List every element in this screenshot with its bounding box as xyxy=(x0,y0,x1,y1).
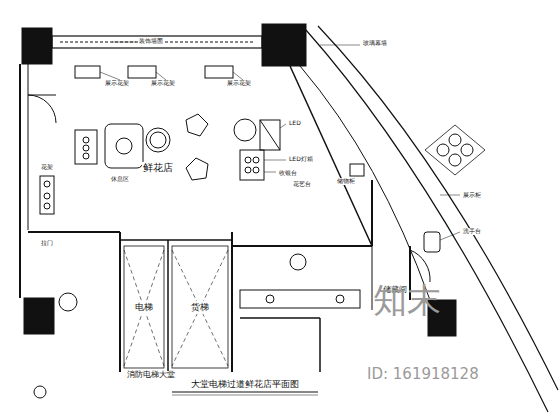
annotation: 消防电梯大堂 xyxy=(126,371,176,380)
annotation: 花艺台 xyxy=(292,181,312,188)
annotation: 收银台 xyxy=(278,170,298,177)
annotation: 储物柜 xyxy=(336,178,356,185)
annotation: 花架 xyxy=(40,164,54,171)
annotation: 洗手台 xyxy=(462,228,482,235)
annotation: 拉门 xyxy=(40,240,54,247)
watermark: 知末 xyxy=(372,282,442,319)
annotation: 展示花架 xyxy=(150,80,176,87)
watermark: ID: 161918128 xyxy=(366,366,480,383)
annotation: 装饰墙面 xyxy=(138,38,164,45)
room-name: 电梯 xyxy=(135,301,153,314)
annotation: 玻璃幕墙 xyxy=(362,40,388,47)
elevator-shaft: 货梯 xyxy=(172,246,228,368)
annotation: 展示柜 xyxy=(462,192,482,199)
annotation: LED灯箱 xyxy=(288,156,314,163)
plan-title: 大堂电梯过道鲜花店平面图 xyxy=(190,380,300,390)
annotation: 鲜花店 xyxy=(142,162,174,173)
annotation: 展示花架 xyxy=(226,80,252,87)
room-name: 货梯 xyxy=(191,301,209,314)
annotation: 展示花架 xyxy=(104,80,130,87)
elevator-shaft: 电梯 xyxy=(124,246,164,368)
annotation: LED xyxy=(288,120,302,127)
annotation: 休息区 xyxy=(110,176,130,183)
